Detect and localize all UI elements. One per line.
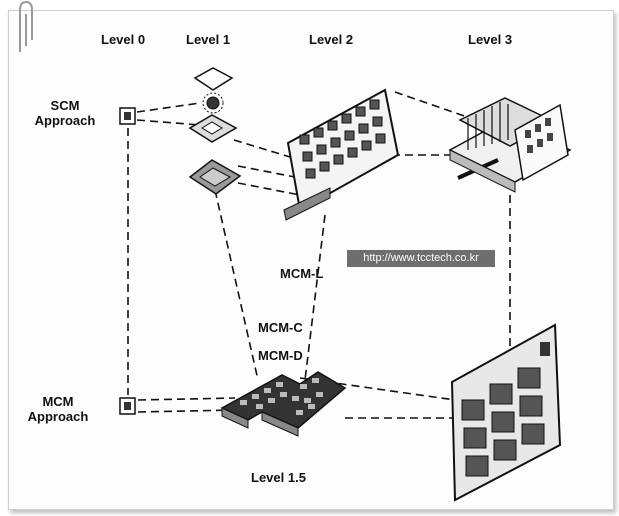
level-2-label: Level 2 [309,32,354,47]
scm-label-line1: SCM [50,98,80,113]
printed-circuit-card [283,88,400,221]
bare-die [202,92,224,114]
level-3-label: Level 3 [468,32,513,47]
mcm-die-icon [119,397,136,415]
level-1-5-label: Level 1.5 [251,470,306,485]
paperclip-icon [19,0,33,52]
connector-lines [127,91,511,419]
scm-die-icon [119,107,136,125]
mcm-substrate [220,371,347,437]
system-heatsink-assembly [448,97,572,193]
scm-approach-label: SCM Approach [25,98,105,128]
level-1-label: Level 1 [186,32,231,47]
chip-carrier [188,114,238,143]
mcm-approach-label: MCM Approach [18,394,98,424]
scm-label-line2: Approach [34,113,96,128]
single-chip-package [188,159,242,195]
mcm-label-line1: MCM [42,394,74,409]
level-0-label: Level 0 [101,32,146,47]
mcm-system-board [450,323,562,502]
mcm-d-label: MCM-D [258,348,303,363]
watermark-url: http://www.tcctech.co.kr [347,250,495,267]
mcm-l-label: MCM-L [280,266,324,281]
mcm-label-line2: Approach [27,409,89,424]
mcm-c-label: MCM-C [258,320,303,335]
chip-lid [193,67,234,91]
